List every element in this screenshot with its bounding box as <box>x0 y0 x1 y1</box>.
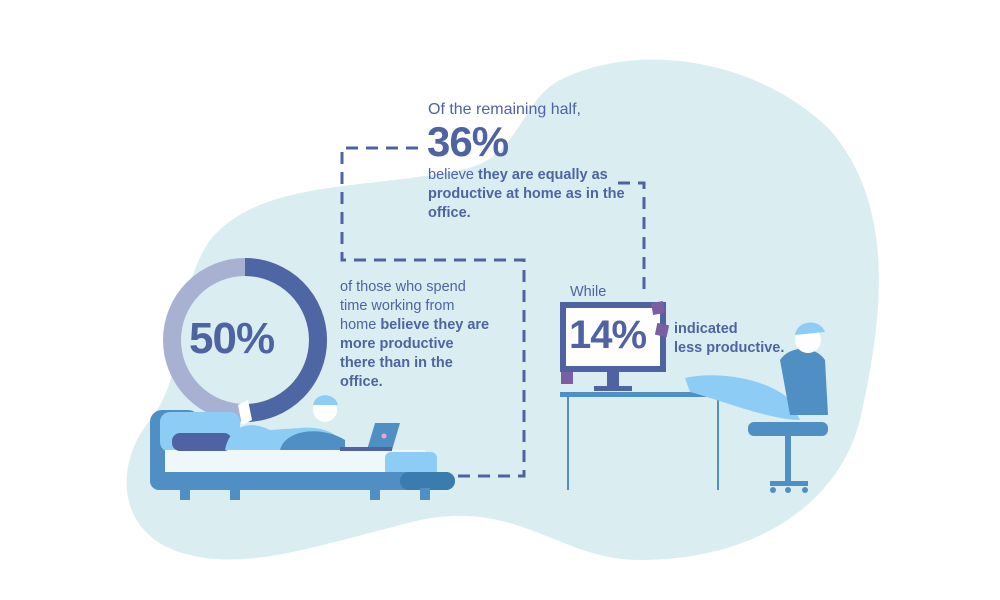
stat-36-value: 36% <box>427 118 509 165</box>
dashed-connector-left <box>340 146 526 478</box>
stat-14-while: While <box>570 284 607 300</box>
donut-value-arc <box>244 258 327 422</box>
stat-14-text: indicated <box>674 321 738 337</box>
sofa-illustration <box>150 395 455 500</box>
stat-36-lead: believe <box>428 167 474 183</box>
stat-36-intro: Of the remaining half, <box>428 101 581 118</box>
stat-36-description: believe they are equally as productive a… <box>428 166 628 223</box>
stat-50-lead: of those who spend time working from hom… <box>340 279 466 333</box>
stat-14-bold: less productive. <box>674 340 785 356</box>
dashed-connector-right <box>618 181 646 290</box>
stat-50-value: 50% <box>189 314 275 363</box>
stat-50-description: of those who spend time working from hom… <box>340 278 490 392</box>
stat-36-bold: they are equally as productive at home a… <box>428 167 625 221</box>
stat-14-value: 14% <box>569 313 647 357</box>
stat-50-bold: believe they are more productive there t… <box>340 317 490 390</box>
stat-14-description: indicated less productive. <box>674 320 804 358</box>
desk-illustration <box>560 301 828 493</box>
